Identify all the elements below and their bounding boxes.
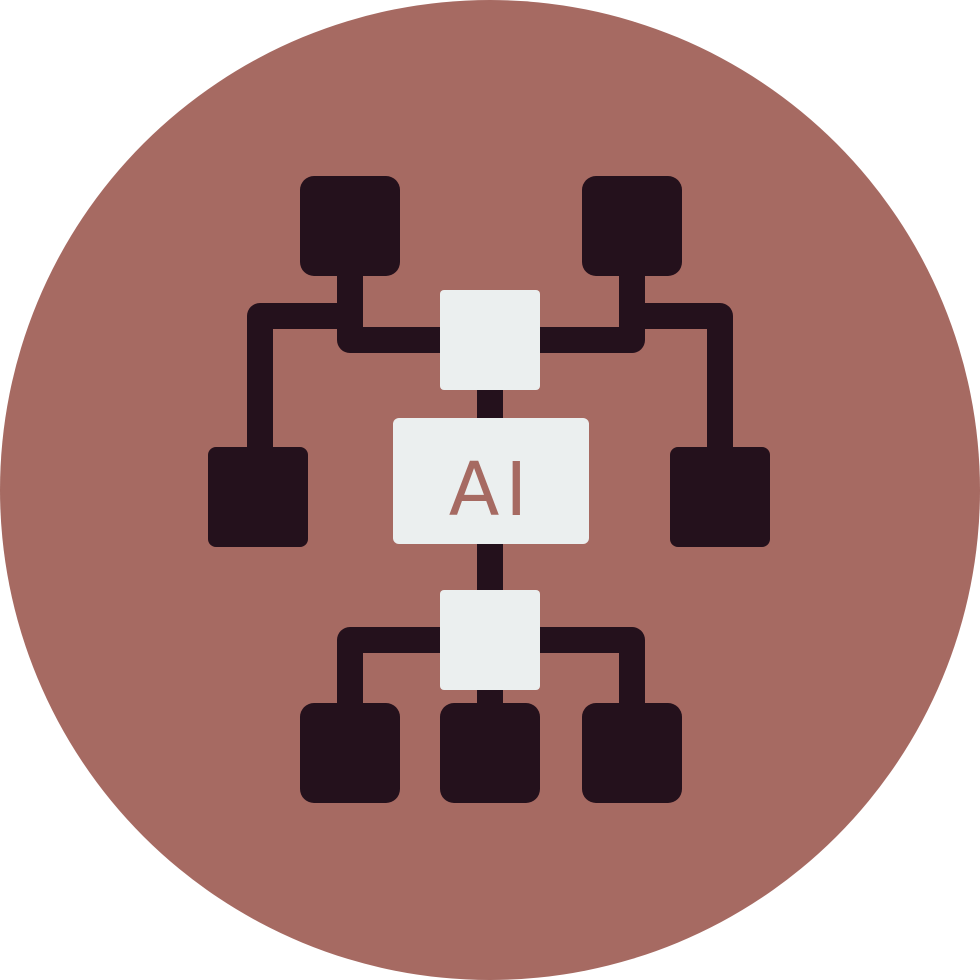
light-nodes <box>393 290 589 690</box>
node-top-right <box>582 176 682 276</box>
ai-label: AI <box>449 447 533 533</box>
node-mid-left <box>208 447 308 547</box>
connector-top-right <box>527 257 645 353</box>
node-bottom-left <box>300 703 400 803</box>
connector-left-branch <box>247 303 363 468</box>
node-center-bottom <box>440 590 540 690</box>
node-bottom-right <box>582 703 682 803</box>
connector-top-left <box>337 257 458 353</box>
ai-box <box>393 418 589 544</box>
connector-lines <box>247 257 733 723</box>
node-mid-right <box>670 447 770 547</box>
node-top-left <box>300 176 400 276</box>
connector-bottom-left <box>337 627 458 723</box>
connector-right-branch <box>619 303 733 468</box>
node-bottom-center <box>440 703 540 803</box>
dark-nodes <box>208 176 770 803</box>
node-center-top <box>440 290 540 390</box>
connector-bottom-right <box>527 627 645 723</box>
